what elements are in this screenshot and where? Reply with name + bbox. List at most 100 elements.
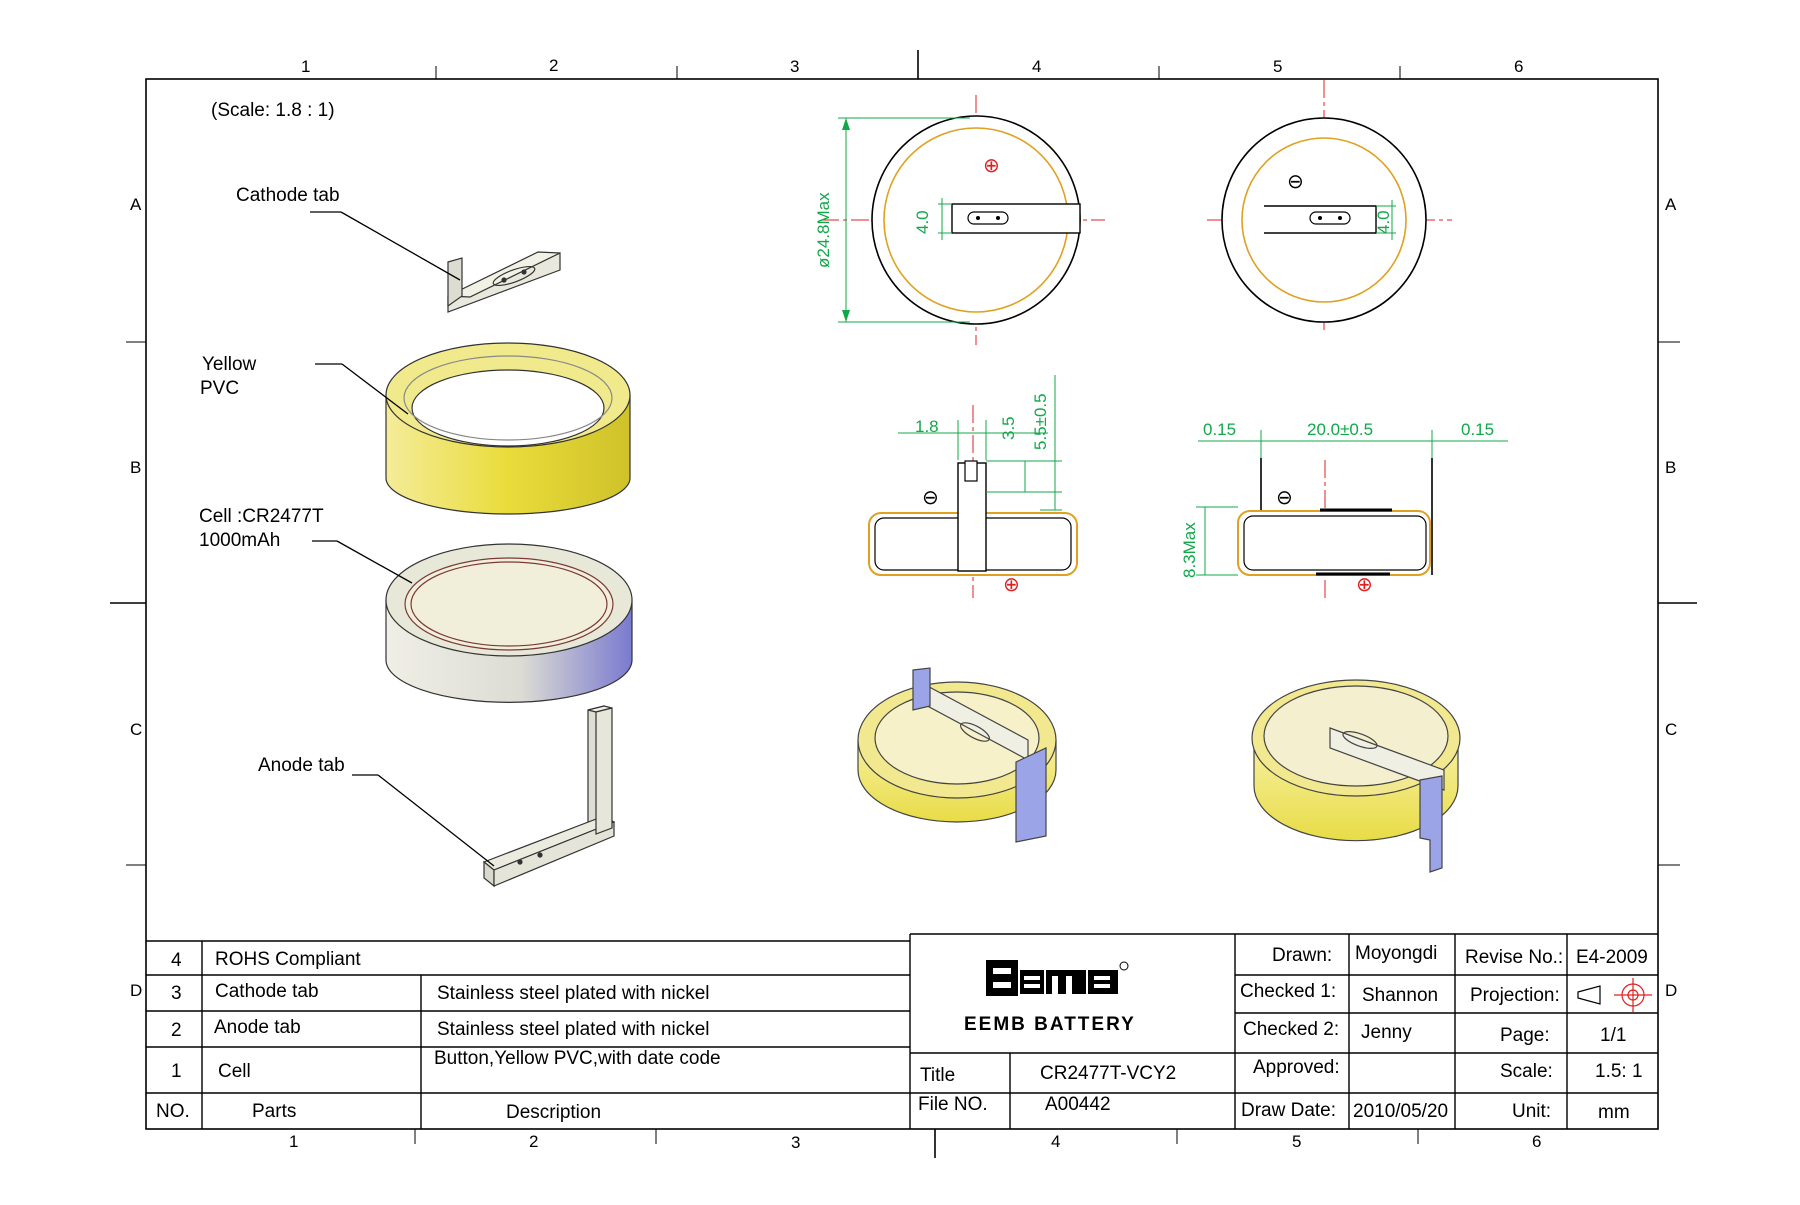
title-block-grid [909, 933, 1658, 1129]
dim-tab-height: 3.5 [999, 416, 1018, 440]
parts-table-grid [146, 940, 910, 1129]
dim-tab-thickness: 1.8 [915, 417, 939, 436]
zone-col-1-top: 1 [301, 57, 311, 76]
negative-mark-side-left: ⊖ [922, 485, 939, 509]
parts-row-2-description: Stainless steel plated with nickel [437, 1019, 710, 1040]
title-label: Title [920, 1065, 956, 1086]
side-view-right [1196, 430, 1508, 598]
dim-clearance-right: 0.15 [1461, 420, 1495, 439]
positive-mark-side-left: ⊕ [1003, 572, 1020, 596]
unit-value: mm [1598, 1102, 1630, 1123]
zone-row-a-left: A [130, 195, 142, 214]
zone-row-d-right: D [1665, 981, 1678, 1000]
zone-row-b-right: B [1665, 458, 1677, 477]
unit-label: Unit: [1512, 1101, 1552, 1122]
top-view-negative [1207, 80, 1452, 330]
callout-anode-tab: Anode tab [258, 755, 345, 776]
eemb-logo [986, 960, 1129, 996]
zone-col-3-top: 3 [790, 57, 800, 76]
approved-label: Approved: [1253, 1057, 1340, 1078]
checked1-value: Shannon [1362, 985, 1439, 1006]
checked2-value: Jenny [1361, 1022, 1412, 1043]
dim-diameter: ø24.8Max [814, 192, 833, 268]
zone-col-2-top: 2 [549, 56, 559, 75]
scale-note: (Scale: 1.8 : 1) [211, 100, 335, 121]
zone-col-6-bottom: 6 [1532, 1132, 1542, 1151]
parts-row-1-part: Cell [218, 1061, 251, 1082]
dim-tab-total: 5.5±0.5 [1031, 393, 1050, 450]
side-view-left [868, 375, 1078, 598]
cell-leader-line [336, 540, 413, 584]
zone-col-2-bottom: 2 [529, 1132, 539, 1151]
page-value: 1/1 [1600, 1025, 1627, 1046]
zone-col-1-bottom: 1 [289, 1132, 299, 1151]
positive-mark-top-left: ⊕ [983, 153, 1000, 177]
zone-col-6-top: 6 [1514, 57, 1524, 76]
zone-row-d-left: D [130, 981, 143, 1000]
dim-tab-width-left: 4.0 [913, 210, 932, 234]
parts-row-1-no: 1 [171, 1061, 182, 1082]
cathode-tab-part [447, 251, 561, 313]
zone-col-4-top: 4 [1032, 57, 1042, 76]
cathode-leader-line [340, 211, 461, 281]
zone-col-5-top: 5 [1273, 57, 1283, 76]
parts-row-3-part: Cathode tab [215, 981, 319, 1002]
parts-header-no: NO. [156, 1101, 190, 1122]
callout-yellow-pvc-line1: Yellow [202, 354, 257, 375]
checked2-label: Checked 2: [1243, 1019, 1340, 1040]
drawn-label: Drawn: [1272, 945, 1333, 966]
projection-symbol [1577, 978, 1652, 1012]
yellow-pvc-part [385, 342, 631, 515]
checked1-label: Checked 1: [1240, 981, 1337, 1002]
zone-col-5-bottom: 5 [1292, 1132, 1302, 1151]
parts-header-description: Description [506, 1102, 602, 1123]
parts-row-4-no: 4 [171, 950, 182, 971]
zone-row-b-left: B [130, 458, 142, 477]
parts-row-1-description: Button,Yellow PVC,with date code [434, 1048, 721, 1069]
callout-cell-line2: 1000mAh [199, 530, 281, 551]
drawdate-label: Draw Date: [1241, 1100, 1337, 1121]
parts-row-3-description: Stainless steel plated with nickel [437, 983, 710, 1004]
revise-label: Revise No.: [1465, 947, 1564, 968]
drawn-value: Moyongdi [1355, 943, 1438, 964]
anode-leader-line [377, 774, 495, 867]
parts-row-4-part: ROHS Compliant [215, 949, 361, 970]
projection-label: Projection: [1470, 985, 1560, 1006]
parts-row-2-part: Anode tab [214, 1017, 301, 1038]
iso-view-right [1251, 679, 1461, 873]
logo-text: EEMB BATTERY [964, 1014, 1136, 1035]
iso-view-left [857, 667, 1057, 843]
scale-label: Scale: [1500, 1061, 1553, 1082]
callout-cathode-tab: Cathode tab [236, 185, 340, 206]
zone-col-4-bottom: 4 [1051, 1132, 1061, 1151]
negative-mark-top-right: ⊖ [1287, 169, 1304, 193]
callout-yellow-pvc-line2: PVC [200, 378, 240, 399]
scale-value: 1.5: 1 [1595, 1061, 1643, 1082]
callout-cell-line1: Cell :CR2477T [199, 506, 324, 527]
zone-col-3-bottom: 3 [791, 1133, 801, 1152]
dim-tab-width-right: 4.0 [1374, 210, 1393, 234]
cell-part [385, 543, 633, 703]
positive-mark-side-right: ⊕ [1356, 572, 1373, 596]
parts-row-2-no: 2 [171, 1020, 182, 1041]
title-value: CR2477T-VCY2 [1040, 1063, 1177, 1084]
dim-pin-spacing: 20.0±0.5 [1307, 420, 1374, 439]
zone-row-c-right: C [1665, 720, 1678, 739]
pvc-leader-line [341, 363, 409, 415]
top-view-positive [821, 95, 1105, 345]
drawdate-value: 2010/05/20 [1353, 1101, 1449, 1122]
dim-height: 8.3Max [1180, 522, 1199, 578]
parts-header-part: Parts [252, 1101, 297, 1122]
zone-row-c-left: C [130, 720, 143, 739]
file-value: A00442 [1045, 1094, 1111, 1115]
page-label: Page: [1500, 1025, 1550, 1046]
file-label: File NO. [918, 1094, 988, 1115]
parts-row-3-no: 3 [171, 983, 182, 1004]
zone-row-a-right: A [1665, 195, 1677, 214]
sheet-frame [110, 50, 1697, 1158]
dim-clearance-left: 0.15 [1203, 420, 1237, 439]
anode-tab-part [482, 705, 616, 888]
revise-value: E4-2009 [1576, 947, 1648, 968]
